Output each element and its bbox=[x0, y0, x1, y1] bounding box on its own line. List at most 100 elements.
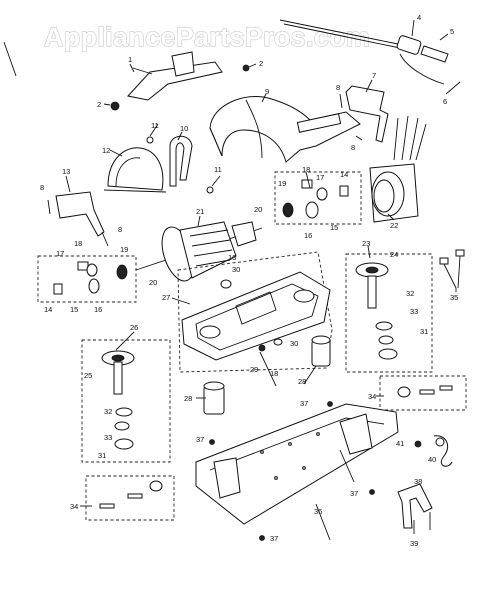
callout-21: 21 bbox=[196, 207, 204, 216]
part-17-18-spring-lower[interactable] bbox=[77, 261, 98, 277]
part-19-bearing-upper[interactable] bbox=[282, 202, 294, 218]
callout-6: 6 bbox=[443, 97, 447, 106]
callout-20-a: 20 bbox=[254, 205, 262, 214]
callout-29: 29 bbox=[250, 365, 258, 374]
part-14-brush-lower[interactable] bbox=[53, 283, 63, 295]
callout-14-b: 14 bbox=[44, 305, 52, 314]
callout-14-a: 14 bbox=[340, 170, 348, 179]
callout-32-b: 32 bbox=[104, 407, 112, 416]
part-16-sleeve-lower[interactable] bbox=[88, 278, 100, 294]
callout-10: 10 bbox=[180, 124, 188, 133]
part-8-screw[interactable] bbox=[47, 93, 363, 247]
part-9-motor-shroud[interactable] bbox=[209, 96, 361, 163]
callout-11-a: 11 bbox=[151, 121, 159, 130]
callout-32-a: 32 bbox=[406, 289, 414, 298]
callout-28-b: 28 bbox=[298, 377, 306, 386]
group-27-housing-box bbox=[177, 251, 333, 373]
callout-4: 4 bbox=[417, 13, 421, 22]
part-36-base-plate[interactable] bbox=[195, 403, 399, 525]
callout-33-a: 33 bbox=[410, 307, 418, 316]
callout-34-a: 34 bbox=[368, 392, 376, 401]
part-21-armature[interactable] bbox=[135, 221, 263, 285]
callout-1: 1 bbox=[128, 55, 132, 64]
part-28-bushing-left[interactable] bbox=[203, 381, 225, 415]
part-4-5-power-cord[interactable] bbox=[279, 19, 461, 95]
callout-36: 36 bbox=[314, 507, 322, 516]
callout-17-a: 17 bbox=[316, 173, 324, 182]
callout-16-b: 16 bbox=[94, 305, 102, 314]
part-30-pin[interactable] bbox=[220, 279, 283, 346]
part-7-side-bracket[interactable] bbox=[345, 85, 389, 143]
watermark-text: AppliancePartsPros.com bbox=[44, 22, 370, 52]
part-17-18-spring-upper[interactable] bbox=[301, 171, 328, 201]
group-20-lower-box bbox=[37, 255, 137, 303]
callout-39: 39 bbox=[410, 539, 418, 548]
callout-37-b: 37 bbox=[196, 435, 204, 444]
callout-8-d: 8 bbox=[118, 225, 122, 234]
part-32-33-washers-right[interactable] bbox=[375, 321, 394, 345]
part-1-top-bracket[interactable] bbox=[127, 51, 223, 101]
callout-33-b: 33 bbox=[104, 433, 112, 442]
callout-18-c: 18 bbox=[228, 253, 236, 262]
edge-mark bbox=[3, 41, 17, 77]
part-31-gear-right-small[interactable] bbox=[378, 348, 398, 360]
group-34-left-box bbox=[85, 475, 175, 521]
callout-31-a: 31 bbox=[420, 327, 428, 336]
part-14-brush-upper[interactable] bbox=[339, 185, 349, 197]
part-39-pins[interactable] bbox=[413, 512, 431, 534]
part-25-gear-left[interactable] bbox=[101, 350, 135, 395]
callout-30-a: 30 bbox=[232, 265, 240, 274]
part-38-lever[interactable] bbox=[397, 483, 433, 529]
callout-37-a: 37 bbox=[300, 399, 308, 408]
callout-15-a: 15 bbox=[330, 223, 338, 232]
part-19-bearing-lower[interactable] bbox=[116, 264, 128, 280]
callout-7: 7 bbox=[372, 71, 376, 80]
part-32-33-washers-left[interactable] bbox=[114, 407, 133, 431]
part-29-screw[interactable] bbox=[258, 344, 266, 352]
part-16-sleeve-upper[interactable] bbox=[305, 201, 319, 219]
group-23-box bbox=[345, 253, 433, 373]
leader-lines bbox=[65, 19, 457, 541]
group-34-right-box bbox=[379, 375, 467, 411]
part-41-washer[interactable] bbox=[414, 440, 422, 448]
callout-23: 23 bbox=[362, 239, 370, 248]
callout-18-a: 18 bbox=[302, 165, 310, 174]
part-34-blade-clamp-right[interactable] bbox=[397, 385, 453, 398]
part-2-screw[interactable] bbox=[103, 63, 257, 111]
part-24-gear-right[interactable] bbox=[355, 262, 389, 309]
callout-13: 13 bbox=[62, 167, 70, 176]
callout-37-d: 37 bbox=[270, 534, 278, 543]
part-27-gear-housing[interactable] bbox=[181, 271, 331, 361]
callout-9: 9 bbox=[265, 87, 269, 96]
callout-16-a: 16 bbox=[304, 231, 312, 240]
part-35-brush-holder[interactable] bbox=[439, 249, 465, 289]
callout-17-b: 17 bbox=[56, 249, 64, 258]
callout-25: 25 bbox=[84, 371, 92, 380]
callout-40: 40 bbox=[428, 455, 436, 464]
callout-22: 22 bbox=[390, 221, 398, 230]
callout-8-a: 8 bbox=[336, 83, 340, 92]
part-13-left-bracket[interactable] bbox=[55, 191, 105, 237]
part-40-spring[interactable] bbox=[433, 435, 453, 467]
callout-34-b: 34 bbox=[70, 502, 78, 511]
part-11-screw[interactable] bbox=[146, 123, 221, 194]
part-28-bushing-right[interactable] bbox=[311, 335, 331, 367]
callout-18-b: 18 bbox=[74, 239, 82, 248]
callout-8-c: 8 bbox=[40, 183, 44, 192]
part-10-clip[interactable] bbox=[169, 135, 193, 187]
part-37-screws[interactable] bbox=[209, 401, 375, 541]
callout-labels: 1 2 2 4 5 6 7 8 8 8 8 9 10 11 11 12 13 1… bbox=[40, 13, 458, 548]
callout-26: 26 bbox=[130, 323, 138, 332]
callout-18-d: 18 bbox=[270, 369, 278, 378]
part-31-gear-left-small[interactable] bbox=[114, 438, 134, 450]
callout-19-a: 19 bbox=[278, 179, 286, 188]
callout-8-b: 8 bbox=[351, 143, 355, 152]
callout-11-b: 11 bbox=[214, 165, 222, 174]
callout-30-b: 30 bbox=[290, 339, 298, 348]
part-12-blade-guard[interactable] bbox=[103, 147, 167, 193]
callout-41: 41 bbox=[396, 439, 404, 448]
part-22-field-coil[interactable] bbox=[369, 115, 427, 223]
part-34-blade-clamp-left[interactable] bbox=[99, 480, 163, 509]
callout-37-c: 37 bbox=[350, 489, 358, 498]
